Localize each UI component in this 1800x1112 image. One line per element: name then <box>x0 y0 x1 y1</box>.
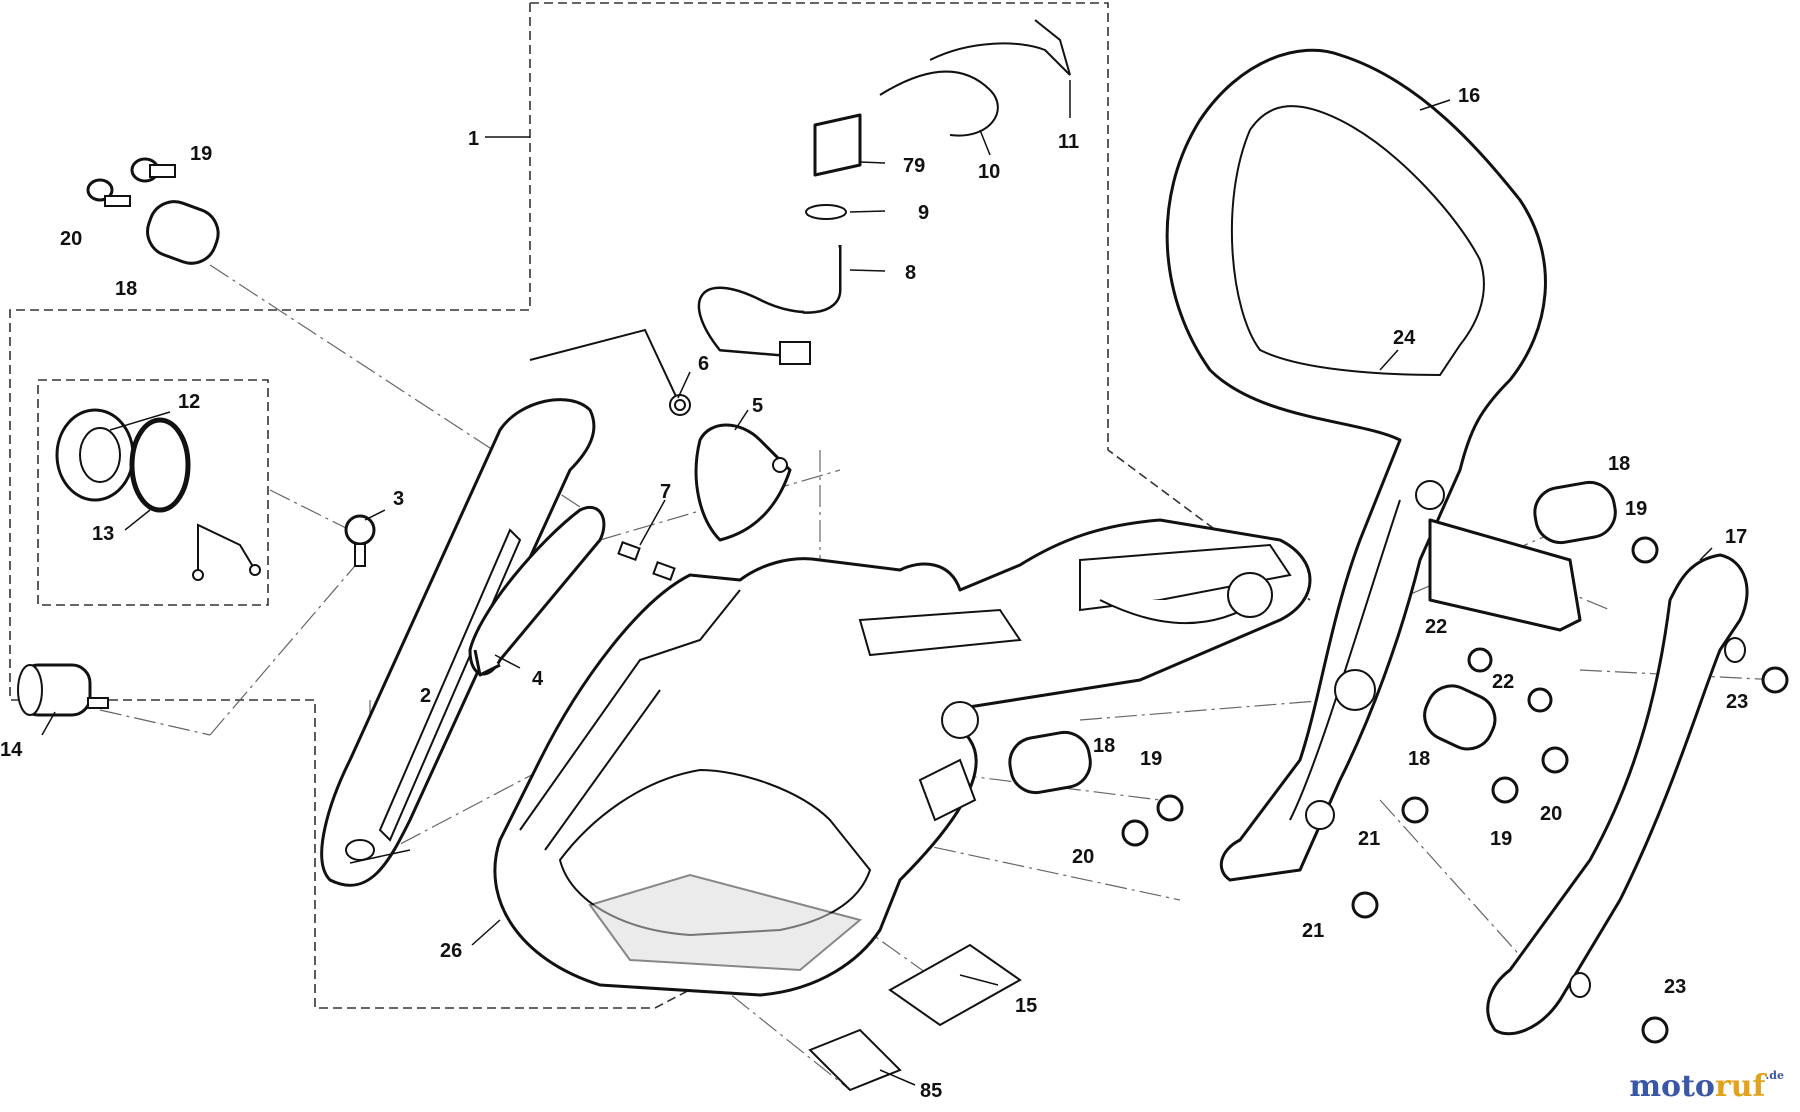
label-26: 26 <box>440 940 462 962</box>
bracket <box>1428 518 1582 632</box>
label-22-right: 22 <box>1492 671 1514 693</box>
label-5: 5 <box>752 395 763 417</box>
rear-handle-part-17 <box>1486 553 1749 1036</box>
label-7: 7 <box>660 481 671 503</box>
watermark-part-2: ruf <box>1714 1069 1766 1104</box>
label-4: 4 <box>532 668 544 690</box>
label-2: 2 <box>420 685 431 707</box>
trigger-part-4 <box>468 505 606 677</box>
group-1-boundary <box>9 3 901 1009</box>
label-18-center: 18 <box>1093 735 1115 757</box>
group-1-boundary-right <box>530 2 1311 601</box>
label-17: 17 <box>1725 526 1747 548</box>
leader-lines <box>41 80 1713 1086</box>
label-24: 24 <box>1393 327 1416 349</box>
label-1: 1 <box>468 128 479 150</box>
filter-assembly-parts-12-13 <box>55 408 261 581</box>
label-11: 11 <box>1058 131 1079 153</box>
label-79: 79 <box>903 155 925 177</box>
label-23-top: 23 <box>1726 691 1748 713</box>
housing-26 <box>493 518 1312 997</box>
pins-part-7 <box>617 541 676 581</box>
handle-bar-part-16 <box>1165 48 1547 882</box>
decals-15-85 <box>808 943 1022 1092</box>
label-3: 3 <box>393 488 404 510</box>
label-19-right: 19 <box>1625 498 1647 520</box>
valve-part-79 <box>813 113 862 177</box>
group-12-boundary <box>37 379 269 606</box>
left-fasteners <box>86 157 376 567</box>
label-18-left: 18 <box>115 278 137 300</box>
label-20-left: 20 <box>60 228 82 250</box>
label-21-top: 21 <box>1358 828 1380 850</box>
watermark-part-3: .de <box>1765 1069 1784 1082</box>
part-labels: 1 2 3 4 5 6 7 8 9 10 11 12 13 14 15 16 1… <box>0 85 1748 1102</box>
springs-18 <box>146 200 1617 795</box>
label-16: 16 <box>1458 85 1480 107</box>
label-12: 12 <box>178 391 200 413</box>
label-19-left: 19 <box>190 143 212 165</box>
watermark-part-1: moto <box>1629 1069 1715 1104</box>
fuel-system-parts <box>697 19 1071 365</box>
group-boundaries <box>9 2 1311 1009</box>
label-21-bottom: 21 <box>1302 920 1324 942</box>
label-8: 8 <box>905 262 916 284</box>
label-22-left: 22 <box>1425 616 1447 638</box>
label-20-right: 20 <box>1540 803 1562 825</box>
watermark-logo: motoruf.de <box>1629 1069 1784 1104</box>
label-18-right-top: 18 <box>1608 453 1630 475</box>
label-18-right-bottom: 18 <box>1408 748 1430 770</box>
shield-part-5 <box>694 423 792 542</box>
label-23-bottom: 23 <box>1664 976 1686 998</box>
cap-part-14 <box>17 663 109 717</box>
label-14: 14 <box>0 739 23 761</box>
o-ring-part-9 <box>805 204 847 220</box>
label-85: 85 <box>920 1080 942 1102</box>
label-6: 6 <box>698 353 709 375</box>
cover-part-2 <box>320 398 596 887</box>
label-20-center: 20 <box>1072 846 1094 868</box>
right-fasteners <box>1121 536 1789 1044</box>
spring-part-6 <box>529 328 691 416</box>
label-13: 13 <box>92 523 114 545</box>
label-15: 15 <box>1015 995 1037 1017</box>
label-9: 9 <box>918 202 929 224</box>
label-19-center: 19 <box>1140 748 1162 770</box>
label-19-bottom: 19 <box>1490 828 1512 850</box>
label-10: 10 <box>978 161 1000 183</box>
